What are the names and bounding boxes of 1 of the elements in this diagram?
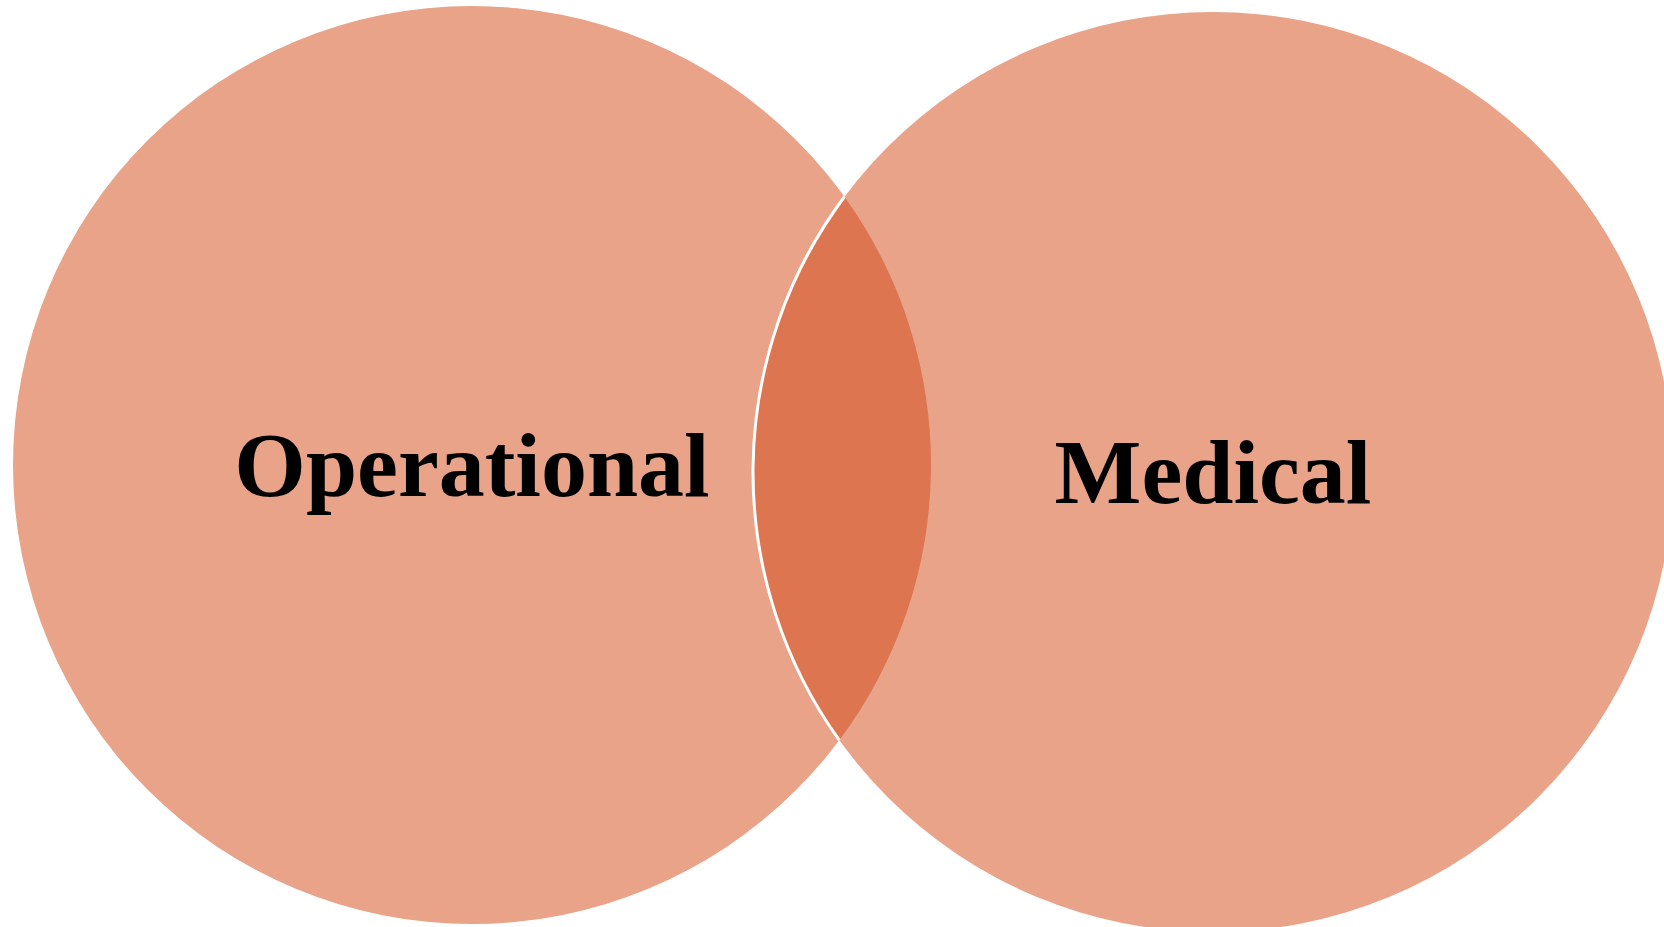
- circle-label: Medical: [1053, 426, 1373, 518]
